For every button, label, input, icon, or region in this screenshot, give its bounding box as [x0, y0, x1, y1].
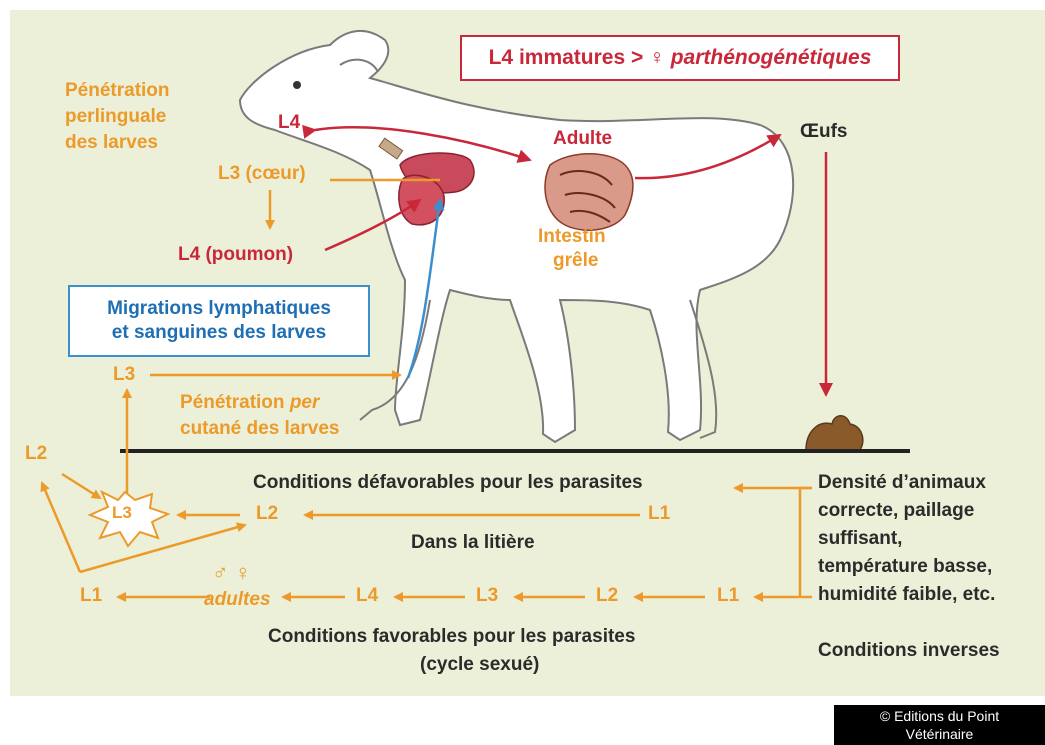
conditions-line1: Densité d’animaux [818, 472, 986, 495]
dung-pile [806, 416, 863, 450]
favorable-l1-left: L1 [80, 585, 102, 608]
l3-entry-label: L3 [113, 364, 135, 387]
title-italic: parthénogénétiques [671, 46, 872, 70]
conditions-line5: humidité faible, etc. [818, 584, 995, 607]
l4-head-label: L4 [278, 112, 300, 135]
penetration-perlinguale-line1: Pénétration [65, 80, 170, 103]
parthenogenetic-title-box: L4 immatures > ♀ parthénogénétiques [460, 35, 900, 81]
penetration-perlinguale-line2: perlinguale [65, 106, 166, 129]
migrations-line2: et sanguines des larves [112, 321, 326, 345]
unfavorable-subtitle: Dans la litière [411, 532, 535, 555]
l3-coeur-label: L3 (cœur) [218, 163, 306, 186]
adulte-label: Adulte [553, 128, 612, 151]
unfavorable-title: Conditions défavorables pour les parasit… [253, 472, 643, 495]
intestin-label-line1: Intestin [538, 226, 606, 249]
favorable-stage-l3: L3 [476, 585, 498, 608]
unfavorable-l2: L2 [256, 503, 278, 526]
title-prefix: L4 immatures > ♀ [489, 46, 671, 70]
conditions-line4: température basse, [818, 556, 992, 579]
conditions-line3: suffisant, [818, 528, 902, 551]
penetration-cutane-italic: per [290, 392, 320, 413]
penetration-cutane-line1: Pénétration per [180, 392, 319, 415]
favorable-title: Conditions favorables pour les parasites [268, 626, 635, 649]
migrations-line1: Migrations lymphatiques [107, 297, 331, 321]
l4-poumon-label: L4 (poumon) [178, 244, 293, 267]
sex-symbols: ♂ ♀ [212, 560, 251, 586]
penetration-cutane-prefix: Pénétration [180, 392, 290, 413]
intestin-label-line2: grêle [553, 250, 598, 273]
conditions-inverses: Conditions inverses [818, 640, 1000, 663]
copyright-badge: © Editions du Point Vétérinaire [834, 705, 1045, 745]
calf-illustration [240, 31, 793, 442]
penetration-perlinguale-line3: des larves [65, 132, 158, 155]
conditions-line2: correcte, paillage [818, 500, 974, 523]
favorable-subtitle: (cycle sexué) [420, 654, 539, 677]
adultes-label: adultes [204, 589, 271, 612]
favorable-stage-l4: L4 [356, 585, 378, 608]
unfavorable-l1: L1 [648, 503, 670, 526]
copyright-line2: Vétérinaire [834, 725, 1045, 743]
left-l2-label: L2 [25, 443, 47, 466]
penetration-cutane-line2: cutané des larves [180, 418, 339, 441]
star-l3-label: L3 [112, 503, 132, 523]
favorable-stage-l2: L2 [596, 585, 618, 608]
favorable-stage-l1: L1 [717, 585, 739, 608]
copyright-line1: © Editions du Point [834, 707, 1045, 725]
migrations-box: Migrations lymphatiques et sanguines des… [68, 285, 370, 357]
intestine-illustration [545, 154, 633, 230]
oeufs-label: Œufs [800, 121, 848, 144]
